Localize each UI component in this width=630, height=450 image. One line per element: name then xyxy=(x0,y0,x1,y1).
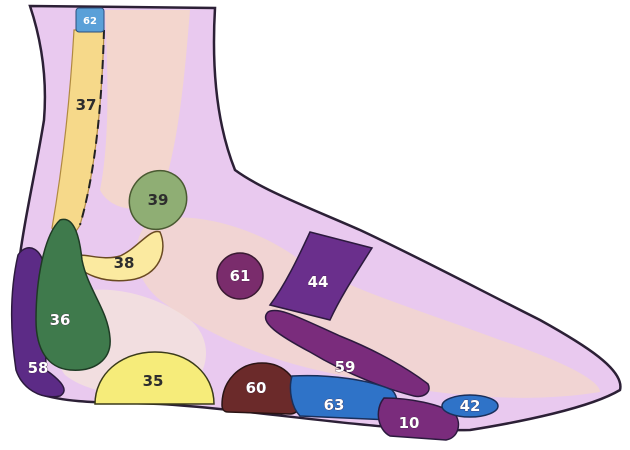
label-10: 10 xyxy=(399,414,420,432)
label-61: 61 xyxy=(230,267,251,285)
label-62: 62 xyxy=(83,16,97,27)
label-60: 60 xyxy=(246,379,267,397)
label-35: 35 xyxy=(143,372,164,390)
label-63: 63 xyxy=(324,396,345,414)
label-58: 58 xyxy=(28,359,49,377)
label-38: 38 xyxy=(114,254,135,272)
label-59: 59 xyxy=(335,358,356,376)
label-44: 44 xyxy=(308,273,329,291)
label-36: 36 xyxy=(50,311,71,329)
label-42: 42 xyxy=(460,397,481,415)
label-39: 39 xyxy=(148,191,169,209)
label-37: 37 xyxy=(76,96,97,114)
